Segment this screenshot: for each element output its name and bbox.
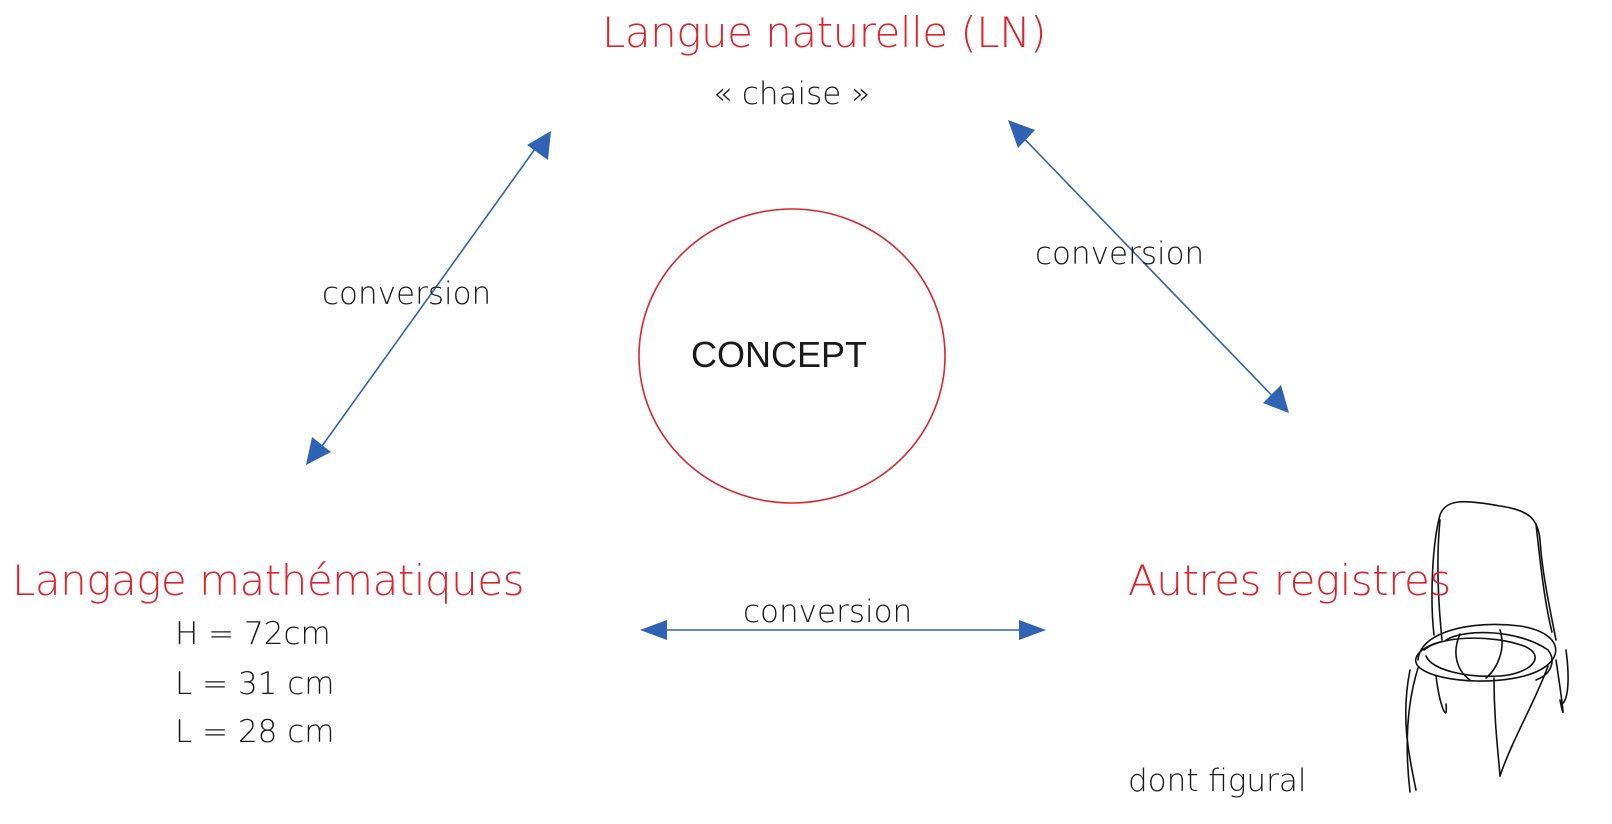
concept-label: CONCEPT — [691, 334, 868, 375]
node-title-autres-registres: Autres registres — [1128, 556, 1451, 605]
node-title-langue-naturelle: Langue naturelle (LN) — [602, 8, 1047, 57]
math-line-length-1: L = 31 cm — [175, 666, 335, 702]
chair-sketch-icon — [1404, 500, 1569, 793]
concept-circle — [638, 208, 946, 504]
edge-label-right: conversion — [1035, 236, 1205, 272]
node-example-chaise: « chaise » — [713, 76, 871, 112]
node-note-dont-figural: dont figural — [1128, 763, 1307, 799]
arrow-right-conversion — [1008, 120, 1289, 413]
node-title-langage-math: Langage mathématiques — [12, 556, 524, 605]
math-line-length-2: L = 28 cm — [175, 714, 335, 750]
math-line-height: H = 72cm — [175, 616, 331, 652]
arrow-left-conversion — [306, 131, 551, 465]
edge-label-left: conversion — [322, 276, 492, 312]
arrow-bottom-conversion — [640, 620, 1046, 640]
edge-label-bottom: conversion — [743, 594, 913, 630]
